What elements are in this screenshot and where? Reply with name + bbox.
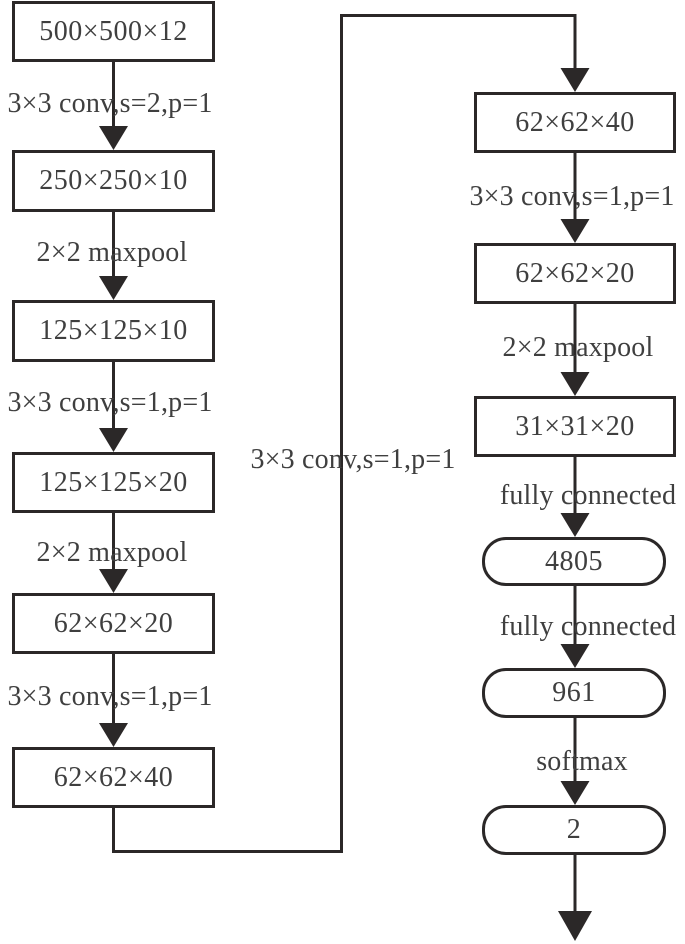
edge-label-maxpool: 2×2 maxpool: [502, 332, 654, 363]
layer-box-right-1: 62×62×40: [474, 92, 676, 153]
cross-edge-label-conv: 3×3 conv,s=1,p=1: [250, 444, 456, 475]
layer-box-right-2: 62×62×20: [474, 243, 676, 304]
edge-label-conv-s1: 3×3 conv,s=1,p=1: [7, 681, 213, 712]
fc-node-2: 961: [482, 668, 666, 718]
fc-node-1: 4805: [482, 537, 666, 586]
layer-box-right-3: 31×31×20: [474, 396, 676, 457]
layer-box-left-5: 62×62×20: [12, 593, 215, 654]
layer-box-left-3: 125×125×10: [12, 300, 215, 362]
edge-label-fully-connected: fully connected: [499, 611, 677, 642]
edge-label-fully-connected: fully connected: [499, 480, 677, 511]
layer-box-left-1: 500×500×12: [12, 1, 215, 62]
output-node: 2: [482, 805, 666, 855]
edge-label-conv-s1: 3×3 conv,s=1,p=1: [7, 387, 213, 418]
edge-label-conv-s1: 3×3 conv,s=1,p=1: [469, 181, 675, 212]
edge-label-conv-s2: 3×3 conv,s=2,p=1: [7, 88, 213, 119]
layer-box-left-2: 250×250×10: [12, 150, 215, 212]
edge-label-maxpool: 2×2 maxpool: [36, 237, 188, 268]
edge-label-maxpool: 2×2 maxpool: [36, 537, 188, 568]
layer-box-left-6: 62×62×40: [12, 747, 215, 808]
edge-label-softmax: softmax: [536, 746, 628, 777]
layer-box-left-4: 125×125×20: [12, 452, 215, 513]
